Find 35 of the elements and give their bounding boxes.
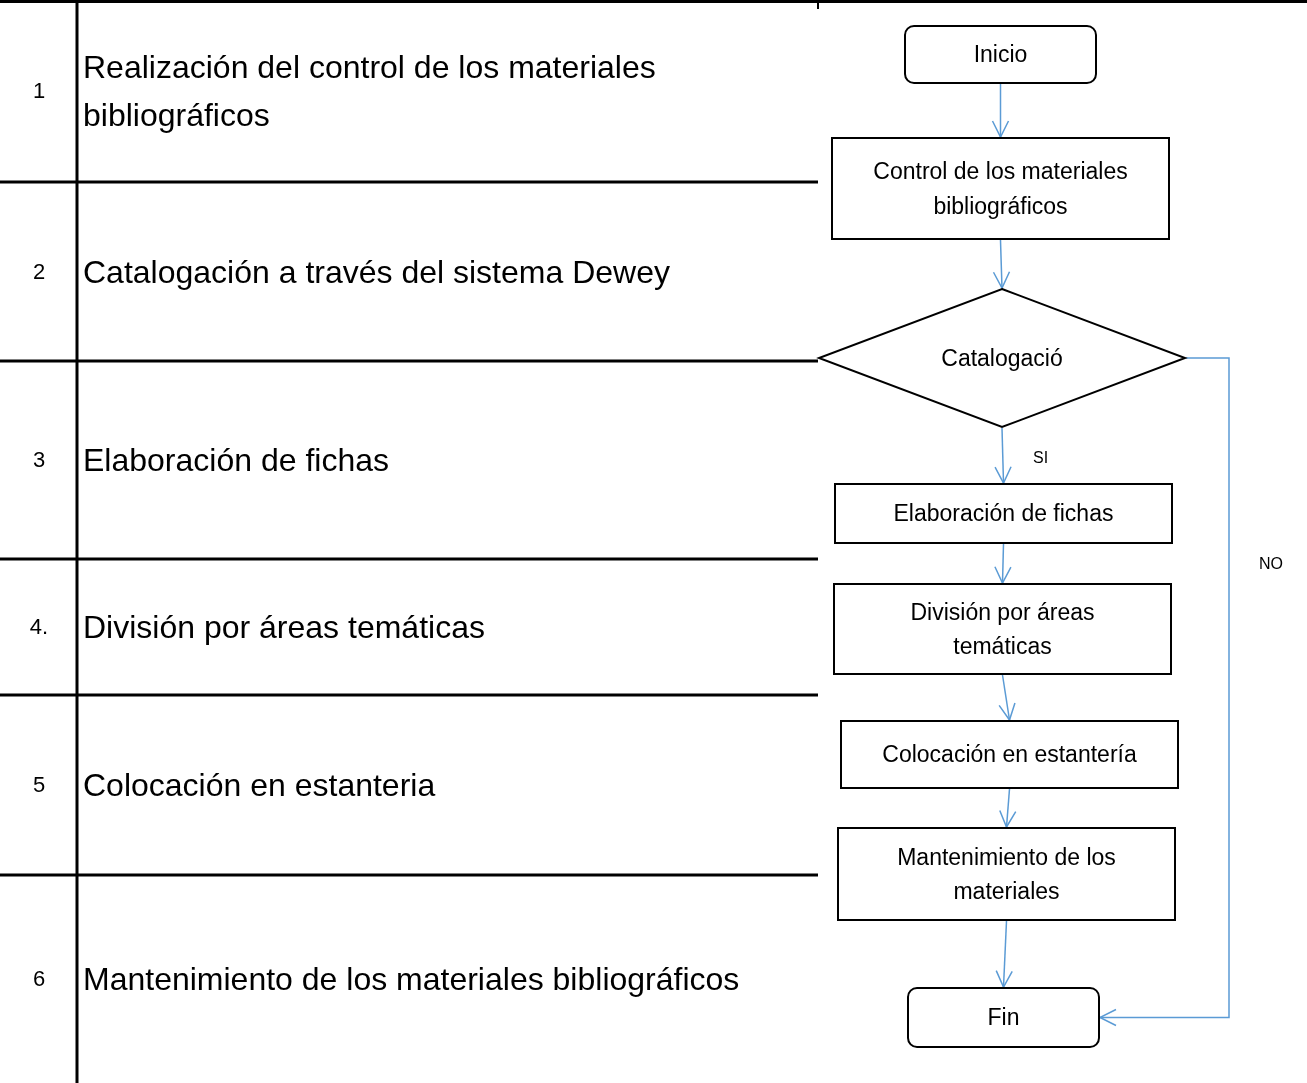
process-box xyxy=(837,827,1176,921)
row-description: Colocación en estanteria xyxy=(83,766,437,805)
arrow xyxy=(994,543,1012,584)
row-number: 2 xyxy=(31,258,47,285)
arrow xyxy=(995,920,1013,988)
process-box xyxy=(840,720,1179,789)
node-text: Control de los materiales bibliográficos xyxy=(872,157,1129,221)
arrow xyxy=(991,83,1010,138)
process-box xyxy=(833,583,1172,675)
terminal-box xyxy=(904,25,1097,84)
row-number: 5 xyxy=(31,772,47,798)
arrow xyxy=(1099,357,1230,1027)
row-number: 6 xyxy=(31,966,47,992)
arrow xyxy=(999,788,1017,828)
row-description: Realización del control de los materiales bibliográficos xyxy=(83,48,657,135)
node-text: Catalogació xyxy=(941,343,1063,373)
row-number: 1 xyxy=(31,78,47,104)
node-text: Elaboración de fichas xyxy=(893,499,1114,529)
row-number: 4. xyxy=(28,614,50,640)
node-text: Fin xyxy=(987,1003,1020,1033)
node-text: División por áreas temáticas xyxy=(909,597,1096,661)
row-description: Elaboración de fichas xyxy=(83,441,390,480)
row-description: Mantenimiento de los materiales bibliográficos xyxy=(83,960,741,999)
arrow xyxy=(994,427,1012,484)
row-number: 3 xyxy=(31,447,47,473)
node-text: Colocación en estantería xyxy=(882,740,1137,770)
arrow xyxy=(998,674,1016,721)
node-text: Mantenimiento de los materiales xyxy=(896,842,1117,906)
terminal-box xyxy=(907,987,1100,1048)
process-box xyxy=(831,137,1170,240)
node-text: Inicio xyxy=(973,40,1028,70)
row-description: División por áreas temáticas xyxy=(83,608,486,647)
process-box xyxy=(834,483,1173,544)
row-description: Catalogación a través del sistema Dewey xyxy=(83,252,671,292)
arrow xyxy=(992,239,1011,289)
